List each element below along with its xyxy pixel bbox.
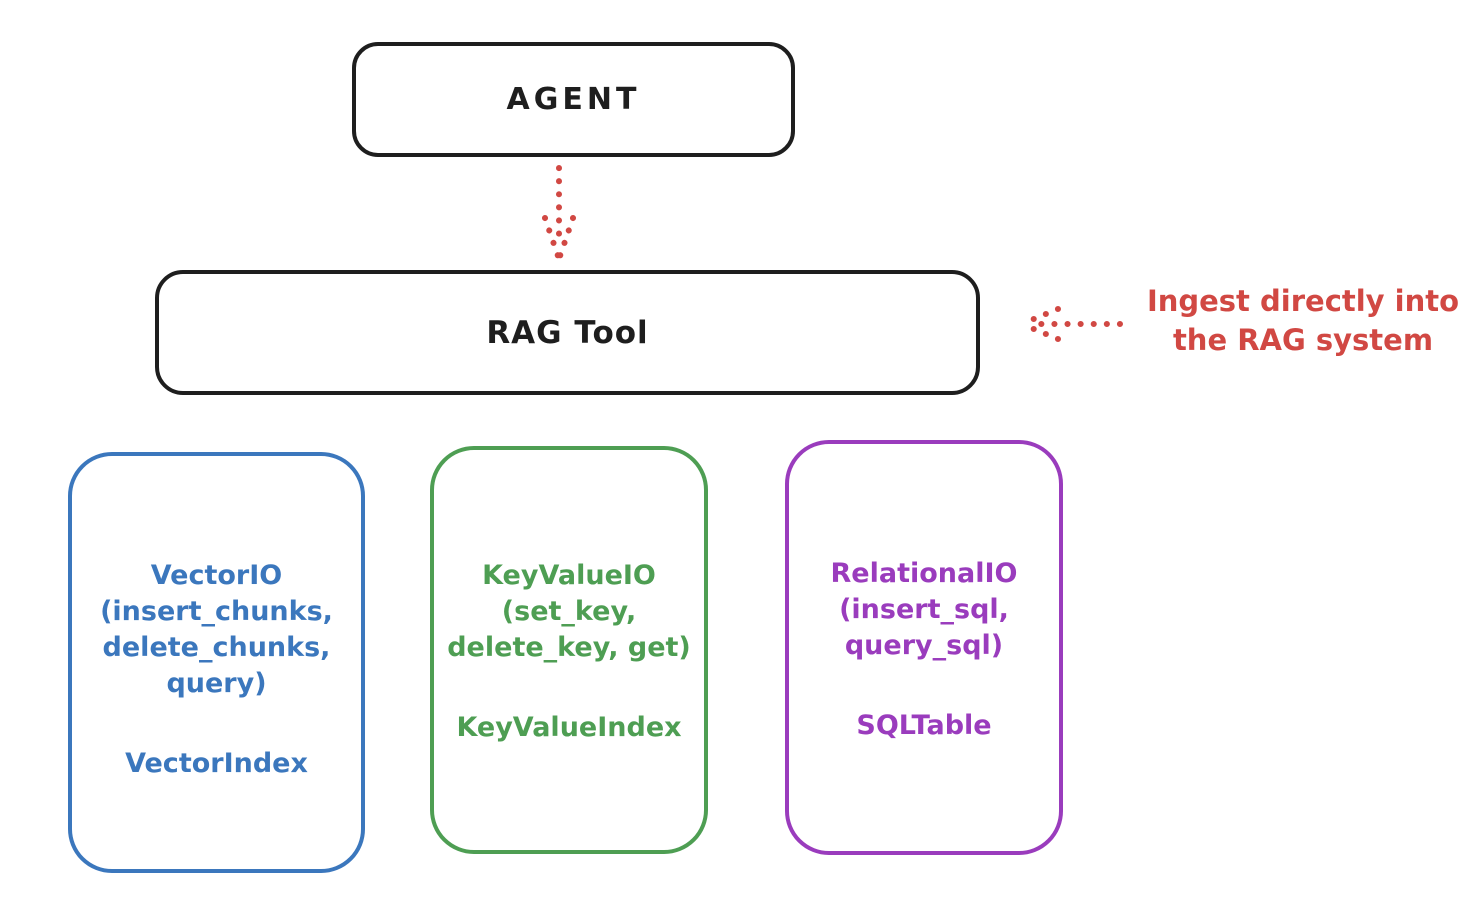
keyvalue-io-line: (set_key,	[501, 596, 637, 627]
rag-tool-label: RAG Tool	[486, 314, 649, 351]
keyvalue-io-line: KeyValueIO	[482, 560, 656, 591]
relational-io-line: query_sql)	[844, 630, 1004, 661]
rag-tool-box: RAG Tool	[155, 270, 980, 395]
relational-io-line: (insert_sql,	[839, 594, 1009, 625]
ingest-annotation-line2: the RAG system	[1172, 323, 1434, 357]
vector-io-line: query)	[166, 668, 267, 699]
relational-io-box: RelationalIO (insert_sql, query_sql) SQL…	[785, 440, 1063, 855]
relational-io-line: RelationalIO	[830, 558, 1018, 589]
vector-io-line: delete_chunks,	[102, 632, 331, 663]
agent-label: AGENT	[506, 82, 641, 117]
keyvalue-io-line: delete_key, get)	[447, 632, 691, 663]
ingest-annotation-line1: Ingest directly into	[1146, 284, 1460, 318]
arrow-left-icon	[1021, 306, 1123, 342]
agent-box: AGENT	[352, 42, 795, 157]
keyvalue-io-box: KeyValueIO (set_key, delete_key, get) Ke…	[430, 446, 708, 854]
arrow-down-icon	[542, 165, 576, 259]
ingest-annotation: Ingest directly into the RAG system	[1128, 282, 1478, 360]
vector-io-text: VectorIO (insert_chunks, delete_chunks, …	[72, 456, 361, 782]
relational-io-text: RelationalIO (insert_sql, query_sql) SQL…	[789, 444, 1059, 744]
sql-table-label: SQLTable	[856, 710, 992, 741]
vector-io-line: (insert_chunks,	[100, 596, 333, 627]
vector-io-box: VectorIO (insert_chunks, delete_chunks, …	[68, 452, 365, 873]
keyvalue-io-text: KeyValueIO (set_key, delete_key, get) Ke…	[434, 450, 704, 746]
keyvalue-index-label: KeyValueIndex	[456, 712, 682, 743]
vector-io-line: VectorIO	[150, 560, 283, 591]
vector-index-label: VectorIndex	[125, 748, 308, 779]
